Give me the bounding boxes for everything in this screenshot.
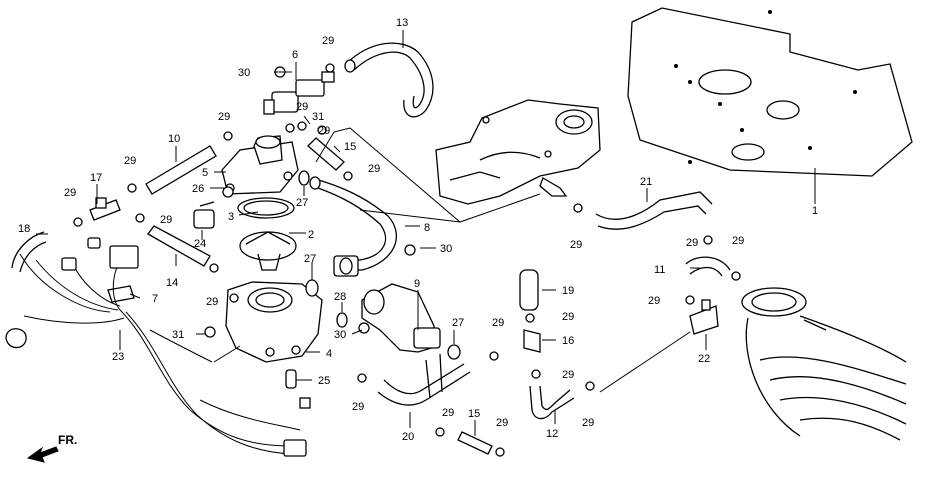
hose-11 bbox=[685, 256, 731, 277]
callout-3: 3 bbox=[228, 211, 234, 223]
callout-29-m: 29 bbox=[562, 311, 574, 323]
callout-25: 25 bbox=[318, 375, 330, 387]
tjoint-17 bbox=[89, 197, 121, 221]
callout-29-i: 29 bbox=[570, 239, 582, 251]
sensor-24 bbox=[193, 201, 215, 229]
tjoint-16 bbox=[523, 329, 541, 353]
callout-18: 18 bbox=[18, 223, 30, 235]
callout-31-a: 31 bbox=[312, 111, 324, 123]
callout-29-k: 29 bbox=[732, 235, 744, 247]
hose-19 bbox=[519, 269, 539, 311]
callout-15-lower: 15 bbox=[468, 408, 480, 420]
callout-24: 24 bbox=[194, 238, 206, 250]
hose-10 bbox=[145, 145, 217, 195]
callout-30-a: 30 bbox=[238, 67, 250, 79]
callout-2: 2 bbox=[308, 229, 314, 241]
callout-29-g: 29 bbox=[318, 125, 330, 137]
callout-10: 10 bbox=[168, 133, 180, 145]
callout-29-t: 29 bbox=[296, 101, 308, 113]
callout-8: 8 bbox=[424, 222, 430, 234]
callout-29-q: 29 bbox=[352, 401, 364, 413]
callout-5: 5 bbox=[202, 167, 208, 179]
thermostat-housing-5 bbox=[221, 135, 299, 195]
callout-29-s: 29 bbox=[496, 417, 508, 429]
cover-plate bbox=[627, 7, 913, 177]
hose-15a bbox=[307, 137, 345, 171]
hose-clamps bbox=[73, 63, 741, 457]
callout-12: 12 bbox=[546, 428, 558, 440]
callout-9: 9 bbox=[414, 278, 420, 290]
callout-19: 19 bbox=[562, 285, 574, 297]
thermostat-2 bbox=[239, 231, 297, 271]
callout-29-h: 29 bbox=[368, 163, 380, 175]
hose-14 bbox=[147, 225, 211, 267]
intake-manifold bbox=[741, 287, 907, 441]
hose-15b bbox=[457, 431, 493, 455]
callout-14: 14 bbox=[166, 277, 178, 289]
callout-29-p: 29 bbox=[492, 317, 504, 329]
callout-29-d: 29 bbox=[64, 187, 76, 199]
callout-17: 17 bbox=[90, 172, 102, 184]
front-direction-label: FR. bbox=[58, 433, 77, 447]
plug-25 bbox=[285, 369, 297, 389]
callout-27-a: 27 bbox=[296, 197, 308, 209]
fitting-28 bbox=[333, 255, 359, 277]
callout-labels: 1 2 3 4 5 6 7 8 9 10 11 12 13 14 15 15 1… bbox=[18, 17, 818, 443]
callout-20: 20 bbox=[402, 431, 414, 443]
wire-harness-23 bbox=[5, 237, 311, 457]
hose-18 bbox=[11, 231, 47, 273]
housing-4 bbox=[225, 281, 323, 363]
callout-21: 21 bbox=[640, 176, 652, 188]
callout-26: 26 bbox=[192, 183, 204, 195]
callout-29-a: 29 bbox=[322, 35, 334, 47]
callout-15-upper: 15 bbox=[344, 141, 356, 153]
callout-6: 6 bbox=[292, 49, 298, 61]
gasket-3 bbox=[237, 197, 295, 219]
hose-8 bbox=[309, 176, 398, 271]
outline-lines bbox=[213, 127, 691, 393]
callout-11: 11 bbox=[654, 264, 665, 276]
o-rings-27 bbox=[298, 170, 461, 360]
hose-12 bbox=[529, 385, 575, 420]
callout-27-c: 27 bbox=[452, 317, 464, 329]
hose-20 bbox=[377, 353, 471, 406]
callout-29-j: 29 bbox=[686, 237, 698, 249]
washer-26 bbox=[222, 186, 234, 198]
callout-29-n: 29 bbox=[562, 369, 574, 381]
water-outlet-9 bbox=[361, 283, 441, 353]
callout-29-e: 29 bbox=[160, 214, 172, 226]
callout-4: 4 bbox=[326, 348, 332, 360]
callout-29-r: 29 bbox=[442, 407, 454, 419]
callout-13: 13 bbox=[396, 17, 408, 29]
hose-21 bbox=[595, 191, 713, 230]
callout-23: 23 bbox=[112, 351, 124, 363]
front-direction-arrow: FR. bbox=[26, 433, 77, 463]
callout-29-l: 29 bbox=[648, 295, 660, 307]
callout-30-b: 30 bbox=[440, 243, 452, 255]
callout-16: 16 bbox=[562, 335, 574, 347]
callout-7: 7 bbox=[152, 293, 158, 305]
callout-1: 1 bbox=[812, 205, 818, 217]
callout-29-o: 29 bbox=[582, 417, 594, 429]
injector-6 bbox=[263, 71, 335, 115]
tjoint-22 bbox=[689, 299, 719, 335]
callout-27-b: 27 bbox=[304, 253, 316, 265]
callout-22: 22 bbox=[698, 353, 710, 365]
throttle-body bbox=[435, 99, 601, 205]
callout-29-c: 29 bbox=[124, 155, 136, 167]
callout-31-b: 31 bbox=[172, 329, 184, 341]
callout-28: 28 bbox=[334, 291, 346, 303]
leader-lines bbox=[36, 30, 816, 436]
callout-29-f: 29 bbox=[206, 296, 218, 308]
callout-30-c: 30 bbox=[334, 329, 346, 341]
hose-13 bbox=[344, 42, 434, 118]
callout-29-b: 29 bbox=[218, 111, 230, 123]
